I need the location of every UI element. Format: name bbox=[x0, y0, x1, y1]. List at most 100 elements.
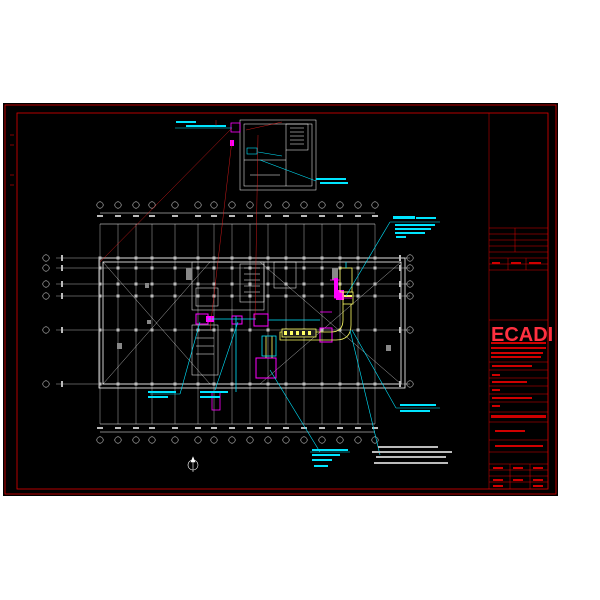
column bbox=[320, 282, 324, 286]
column bbox=[302, 382, 306, 386]
column-marker bbox=[318, 201, 326, 209]
column bbox=[266, 282, 270, 286]
column-marker bbox=[96, 436, 104, 444]
column-marker bbox=[300, 201, 308, 209]
column bbox=[248, 256, 252, 260]
column bbox=[266, 294, 270, 298]
column bbox=[212, 282, 216, 286]
dimension-text bbox=[283, 215, 289, 217]
column bbox=[212, 256, 216, 260]
dimension-text bbox=[115, 427, 121, 429]
dimension-text bbox=[301, 215, 307, 217]
column-marker bbox=[371, 436, 379, 444]
column bbox=[230, 256, 234, 260]
column bbox=[248, 282, 252, 286]
column bbox=[134, 328, 138, 332]
column bbox=[248, 294, 252, 298]
column-marker bbox=[318, 436, 326, 444]
dimension-text bbox=[195, 215, 201, 217]
dimension-text bbox=[399, 265, 401, 271]
stair-detail-callouts bbox=[175, 120, 348, 184]
column-marker bbox=[264, 201, 272, 209]
column bbox=[173, 282, 177, 286]
drawing-sheet bbox=[3, 103, 558, 496]
column-marker bbox=[354, 436, 362, 444]
column bbox=[134, 266, 138, 270]
column bbox=[248, 328, 252, 332]
column bbox=[196, 256, 200, 260]
column bbox=[173, 382, 177, 386]
column bbox=[320, 266, 324, 270]
dimension-text bbox=[211, 215, 217, 217]
column-marker bbox=[228, 436, 236, 444]
dimension-text bbox=[61, 381, 63, 387]
column bbox=[98, 382, 102, 386]
dimension-text bbox=[195, 427, 201, 429]
column bbox=[266, 382, 270, 386]
dimension-text bbox=[399, 281, 401, 287]
left-margin-marks bbox=[10, 134, 14, 186]
column-marker bbox=[171, 201, 179, 209]
column bbox=[173, 294, 177, 298]
dimension-text bbox=[61, 281, 63, 287]
column bbox=[150, 328, 154, 332]
column bbox=[284, 266, 288, 270]
dimension-text bbox=[133, 215, 139, 217]
column bbox=[98, 328, 102, 332]
dimension-text bbox=[372, 427, 378, 429]
row-grid-markers bbox=[42, 254, 414, 388]
column bbox=[284, 294, 288, 298]
column bbox=[373, 294, 377, 298]
column bbox=[98, 294, 102, 298]
column bbox=[356, 256, 360, 260]
column-marker bbox=[264, 436, 272, 444]
column-marker bbox=[371, 201, 379, 209]
dimension-text bbox=[399, 381, 401, 387]
column bbox=[373, 382, 377, 386]
column bbox=[320, 256, 324, 260]
column bbox=[284, 382, 288, 386]
column-marker bbox=[132, 436, 140, 444]
dimension-text bbox=[229, 427, 235, 429]
column bbox=[373, 328, 377, 332]
row-marker bbox=[406, 264, 414, 272]
dimension-text bbox=[61, 327, 63, 333]
red-leaders bbox=[99, 127, 259, 331]
duct-fittings bbox=[284, 295, 352, 335]
column-marker bbox=[132, 201, 140, 209]
column bbox=[116, 282, 120, 286]
column bbox=[356, 382, 360, 386]
callout-leaders bbox=[150, 221, 440, 456]
outer-border bbox=[4, 104, 557, 495]
dimension-text bbox=[61, 255, 63, 261]
column bbox=[320, 382, 324, 386]
column bbox=[116, 328, 120, 332]
column bbox=[116, 294, 120, 298]
dimension-text bbox=[149, 215, 155, 217]
column-marker bbox=[300, 436, 308, 444]
column bbox=[196, 294, 200, 298]
dimension-text bbox=[61, 265, 63, 271]
dimension-text bbox=[265, 427, 271, 429]
dimension-text bbox=[301, 427, 307, 429]
column bbox=[150, 382, 154, 386]
callout-text-marks bbox=[148, 216, 436, 467]
title-block-brand: ECADI bbox=[491, 324, 554, 346]
dimension-text bbox=[283, 427, 289, 429]
row-marker bbox=[42, 264, 50, 272]
column bbox=[150, 266, 154, 270]
column-grid-markers bbox=[96, 201, 379, 444]
row-marker bbox=[406, 254, 414, 262]
row-marker bbox=[42, 380, 50, 388]
column bbox=[266, 328, 270, 332]
column bbox=[320, 328, 324, 332]
column-marker bbox=[148, 201, 156, 209]
dimension-text bbox=[372, 215, 378, 217]
column bbox=[338, 328, 342, 332]
column bbox=[266, 256, 270, 260]
inner-border bbox=[16, 112, 549, 490]
column-marker bbox=[210, 201, 218, 209]
row-marker bbox=[406, 326, 414, 334]
